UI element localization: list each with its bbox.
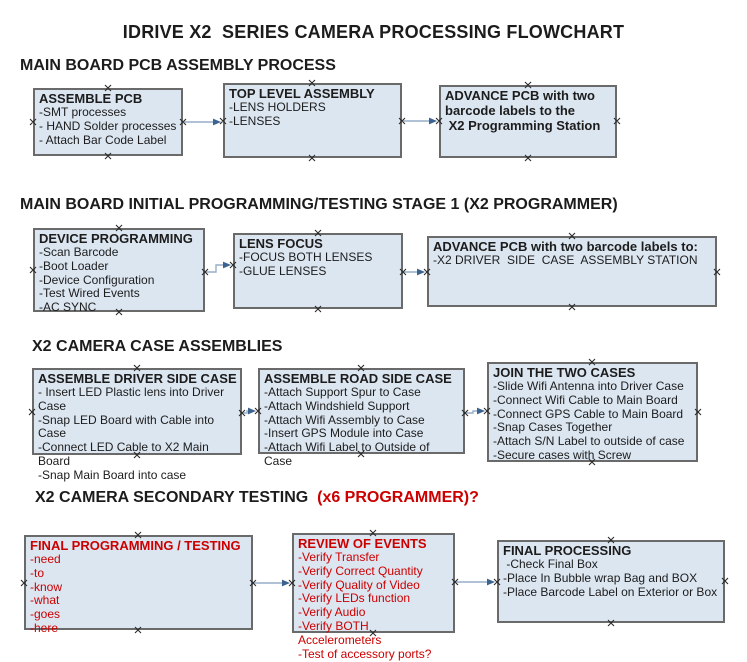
box-line: -know — [30, 579, 63, 594]
section-heading-initial-programming: MAIN BOARD INITIAL PROGRAMMING/TESTING S… — [20, 196, 618, 213]
box-line: -Attach Windshield Support — [264, 398, 410, 413]
section-heading-pcb-assembly: MAIN BOARD PCB ASSEMBLY PROCESS — [20, 57, 336, 74]
section-heading-secondary-testing-red: (x6 PROGRAMMER)? — [308, 489, 479, 506]
box-line: -Insert GPS Module into Case — [264, 426, 424, 441]
box-line: -AC SYNC — [39, 300, 97, 315]
box-line: -Snap LED Board with Cable into Case — [38, 412, 218, 441]
box-line: -Test of accessory ports? — [298, 646, 432, 661]
box-line: -GLUE LENSES — [239, 263, 327, 278]
box-line: - Insert LED Plastic lens into Driver Ca… — [38, 385, 228, 413]
box-line: -what — [30, 593, 60, 608]
flow-box-assemble-driver-side-case[interactable]: ASSEMBLE DRIVER SIDE CASE - Insert LED P… — [32, 368, 242, 482]
box-line: -Verify Quality of Video — [298, 577, 420, 592]
box-title: FINAL PROGRAMMING / TESTING — [30, 538, 241, 553]
box-line: -Boot Loader — [39, 258, 109, 273]
flow-box-review-of-events[interactable]: REVIEW OF EVENTS -Verify Transfer -Verif… — [292, 533, 455, 660]
box-line: -need — [30, 552, 61, 566]
box-title: FINAL PROCESSING — [503, 543, 632, 558]
box-line: -Attach Wifi Label to Outside of Case — [264, 440, 433, 468]
box-line: -Attach Wifi Assembly to Case — [264, 412, 425, 427]
box-line: -LENS HOLDERS — [229, 100, 326, 114]
box-title: ADVANCE PCB with two barcode labels to t… — [445, 88, 601, 133]
box-title: ASSEMBLE ROAD SIDE CASE — [264, 371, 452, 386]
box-title: LENS FOCUS — [239, 236, 323, 251]
box-title: ASSEMBLE PCB — [39, 91, 143, 106]
box-line: -Scan Barcode — [39, 245, 119, 259]
page-title: IDRIVE X2 SERIES CAMERA PROCESSING FLOWC… — [122, 22, 625, 42]
box-line: -goes — [30, 607, 61, 622]
box-title: TOP LEVEL ASSEMBLY — [229, 86, 375, 101]
flow-box-assemble-pcb[interactable]: ASSEMBLE PCB -SMT processes - HAND Solde… — [33, 88, 183, 156]
box-line: -Verify LEDs function — [298, 591, 411, 606]
box-line: -Connect Wifi Cable to Main Board — [493, 392, 678, 407]
box-line: -to — [30, 565, 45, 580]
box-title: DEVICE PROGRAMMING — [39, 231, 193, 246]
box-title: REVIEW OF EVENTS — [298, 536, 427, 551]
flow-box-join-the-two-cases[interactable]: JOIN THE TWO CASES -Slide Wifi Antenna i… — [487, 362, 698, 462]
box-line: -Test Wired Events — [39, 286, 140, 301]
box-line: -Secure cases with Screw — [493, 447, 632, 462]
box-line: -Verify Correct Quantity — [298, 563, 423, 578]
flow-box-advance-pcb-programming-station[interactable]: ADVANCE PCB with two barcode labels to t… — [439, 85, 617, 158]
box-line: -LENSES — [229, 113, 281, 128]
box-title: ASSEMBLE DRIVER SIDE CASE — [38, 371, 237, 386]
box-line: -Connect LED Cable to X2 Main Board — [38, 440, 213, 468]
section-heading-secondary-testing-black: X2 CAMERA SECONDARY TESTING — [35, 489, 309, 506]
box-line: -Check Final Box — [503, 557, 598, 571]
flow-box-assemble-road-side-case[interactable]: ASSEMBLE ROAD SIDE CASE -Attach Support … — [258, 368, 465, 468]
box-line: -X2 DRIVER SIDE CASE ASSEMBLY STATION — [433, 253, 698, 267]
flow-box-lens-focus[interactable]: LENS FOCUS -FOCUS BOTH LENSES -GLUE LENS… — [233, 233, 403, 309]
section-heading-case-assemblies: X2 CAMERA CASE ASSEMBLIES — [32, 338, 283, 355]
section-heading-secondary-testing: X2 CAMERA SECONDARY TESTING (x6 PROGRAMM… — [35, 489, 479, 507]
flow-box-final-processing[interactable]: FINAL PROCESSING -Check Final Box -Place… — [497, 540, 725, 623]
box-line: -Verify Audio — [298, 605, 366, 620]
box-line: -Place In Bubble wrap Bag and BOX — [503, 570, 698, 585]
box-line: -FOCUS BOTH LENSES — [239, 250, 373, 264]
box-line: -Verify Transfer — [298, 550, 380, 564]
flow-box-advance-pcb-driver-side-station[interactable]: ADVANCE PCB with two barcode labels to: … — [427, 236, 717, 307]
flow-box-top-level-assembly[interactable]: TOP LEVEL ASSEMBLY -LENS HOLDERS -LENSES — [223, 83, 402, 158]
flow-box-device-programming[interactable]: DEVICE PROGRAMMING -Scan Barcode -Boot L… — [33, 228, 205, 315]
box-line: - HAND Solder processes — [39, 118, 177, 133]
box-line: -Connect GPS Cable to Main Board — [493, 406, 684, 421]
box-line: -Place Barcode Label on Exterior or Box — [503, 584, 718, 599]
box-title: JOIN THE TWO CASES — [493, 365, 636, 380]
box-line: -Snap Cases Together — [493, 420, 613, 435]
box-title: ADVANCE PCB with two barcode labels to: — [433, 239, 698, 254]
box-line: -Attach S/N Label to outside of case — [493, 434, 685, 449]
box-line: -here — [30, 620, 59, 635]
box-line: -Snap Main Board into case — [38, 467, 187, 482]
box-line: -Verify BOTH Accelerometers — [298, 618, 382, 647]
box-line: -Attach Support Spur to Case — [264, 385, 421, 399]
box-line: -Device Configuration — [39, 272, 155, 287]
box-line: -SMT processes — [39, 105, 127, 119]
box-line: - Attach Bar Code Label — [39, 132, 167, 147]
flow-box-final-programming-testing[interactable]: FINAL PROGRAMMING / TESTING -need -to -k… — [24, 535, 253, 635]
box-line: -Slide Wifi Antenna into Driver Case — [493, 379, 684, 393]
